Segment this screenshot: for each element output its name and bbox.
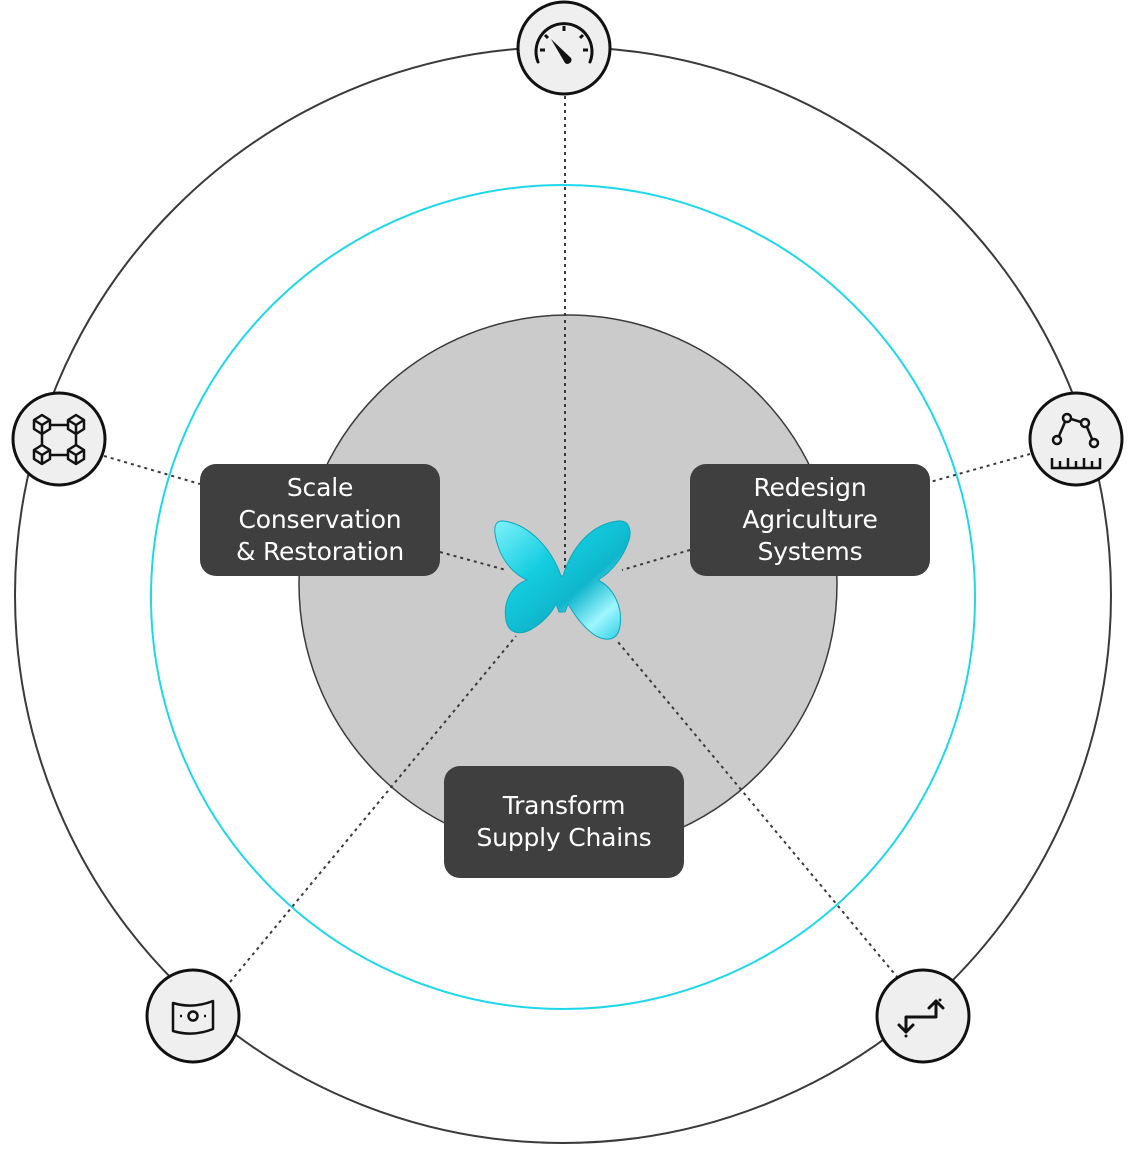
linked-blocks-icon: [11, 391, 107, 487]
label-transform-supply-chains: Transform Supply Chains: [444, 766, 684, 878]
connector-agri-center: [621, 549, 691, 571]
butterfly-logo-icon: [494, 520, 631, 640]
accent-ring: [150, 184, 976, 1010]
connector-lines: [103, 96, 1031, 983]
chart-ruler-icon: [1028, 391, 1124, 487]
connector-bottom-left: [229, 635, 517, 983]
connector-right: [929, 453, 1031, 483]
label-scale-conservation: Scale Conservation & Restoration: [200, 464, 440, 576]
connector-scale-center: [439, 551, 507, 571]
label-redesign-agriculture: Redesign Agriculture Systems: [690, 464, 930, 576]
money-bill-icon: [145, 968, 241, 1064]
speedometer-icon: [516, 0, 612, 96]
exchange-arrows-icon: [875, 968, 971, 1064]
connector-left: [103, 455, 201, 485]
connector-bottom-right: [617, 641, 899, 979]
